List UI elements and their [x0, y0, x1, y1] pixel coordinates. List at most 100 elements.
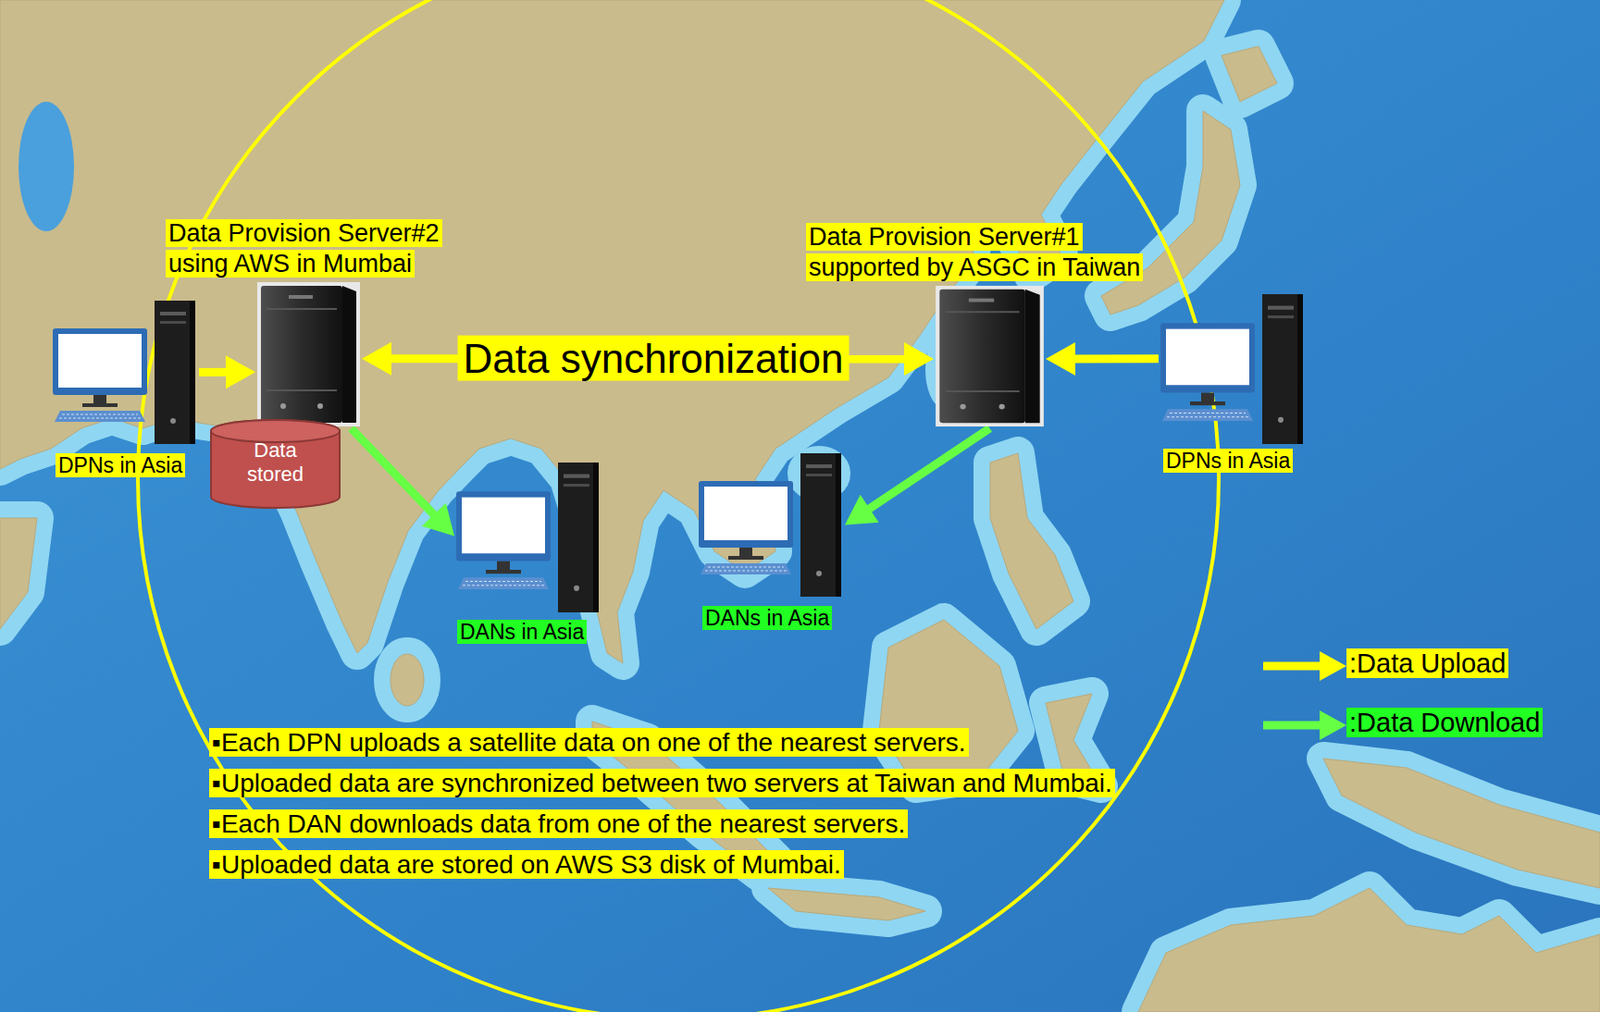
drawing-part: [1169, 412, 1246, 414]
storage-node: Data stored: [209, 418, 342, 510]
drawing-part: [1267, 315, 1294, 319]
drawing-part: [266, 308, 337, 311]
drawing-part: [1201, 393, 1215, 403]
drawing-part: [700, 563, 792, 575]
upload-arrow: [198, 355, 256, 389]
label-box: DANs in Asia: [457, 620, 587, 646]
label-box: DPNs in Asia: [55, 453, 186, 480]
note-text: ▪Each DAN downloads data from one of the…: [209, 809, 908, 839]
label-box: DANs in Asia: [702, 606, 832, 633]
label-box: Data stored: [209, 438, 342, 488]
drawing-part: [998, 404, 1005, 410]
arrow-head: [225, 355, 256, 389]
drawing-part: [1166, 416, 1249, 418]
drawing-part: [1319, 651, 1347, 682]
drawing-part: [1319, 710, 1347, 741]
computer-node: DPNs in Asia: [1158, 294, 1307, 445]
server-icon: [933, 284, 1046, 429]
drawing-part: [280, 403, 286, 410]
drawing-part: [935, 285, 1044, 427]
drawing-part: [728, 556, 764, 560]
download-arrow: [351, 428, 456, 536]
drawing-part: [170, 418, 176, 424]
computer-icon: [696, 453, 845, 597]
drawing-part: [558, 462, 599, 613]
computer-label: DANs in Asia: [702, 606, 832, 631]
drawing-part: [593, 462, 599, 613]
arrow-head: [1045, 342, 1076, 376]
label-box: Data Provision Server#1 supported by ASG…: [806, 222, 1172, 283]
legend-text: :Data Upload: [1346, 648, 1509, 679]
drawing-part: [806, 473, 832, 477]
drawing-part: [160, 321, 187, 324]
drawing-part: [52, 328, 148, 396]
legend-download-sample: [1263, 710, 1347, 741]
server-label: Data Provision Server#1 supported by ASG…: [806, 223, 1143, 281]
legend-text: :Data Download: [1346, 707, 1543, 738]
legend-upload-sample: [1263, 651, 1347, 682]
arrow-head: [904, 342, 934, 376]
drawing-part: [458, 577, 549, 590]
upload-arrow: [1045, 342, 1159, 376]
drawing-part: [288, 295, 313, 299]
drawing-part: [465, 581, 542, 583]
drawing-part: [739, 547, 753, 558]
drawing-part: [496, 561, 510, 571]
drawing-part: [1025, 289, 1041, 423]
label-box: Data Provision Server#2 using AWS in Mum…: [165, 218, 472, 279]
drawing-part: [260, 285, 343, 423]
drawing-part: [1263, 721, 1324, 731]
drawing-part: [64, 55, 398, 167]
drawing-part: [959, 404, 966, 410]
computer-node: DANs in Asia: [696, 453, 845, 597]
drawing-part: [461, 497, 546, 555]
drawing-part: [1162, 409, 1253, 422]
label-box: DPNs in Asia: [1163, 448, 1293, 475]
drawing-part: [1297, 294, 1303, 445]
drawing-part: [1277, 417, 1284, 423]
drawing-part: [704, 486, 788, 541]
drawing-part: [317, 403, 323, 410]
drawing-part: [189, 300, 196, 445]
drawing-part: [707, 567, 784, 569]
edge-label-box: Data synchronization: [458, 334, 850, 385]
arrow-head: [844, 495, 880, 526]
drawing-part: [563, 483, 590, 487]
drawing-part: [698, 481, 794, 548]
computer-label: DANs in Asia: [457, 620, 587, 645]
drawing-part: [154, 300, 196, 445]
legend-entry: :Data Upload: [1346, 647, 1509, 681]
drawing-part: [1262, 294, 1303, 445]
drawing-part: [58, 334, 142, 388]
drawing-part: [563, 474, 590, 479]
land-relief: [64, 55, 1546, 870]
drawing-part: [54, 410, 146, 422]
icon-holder: [50, 300, 199, 445]
drawing-part: [1190, 401, 1226, 406]
icon-holder: [696, 453, 845, 597]
drawing-part: [1323, 758, 1546, 870]
drawing-part: [1165, 329, 1250, 386]
storage-label: Data stored: [234, 438, 318, 488]
drawing-part: [1160, 322, 1255, 393]
drawing-part: [62, 414, 138, 416]
drawing-part: [945, 310, 1020, 313]
icon-holder: [454, 462, 603, 613]
drawing-part: [968, 298, 994, 303]
server-icon: [255, 280, 362, 429]
computer-icon: [50, 300, 199, 445]
drawing-part: [160, 311, 187, 316]
icon-holder: [933, 284, 1046, 429]
drawing-part: [800, 453, 842, 597]
note-line: ▪Uploaded data are stored on AWS S3 disk…: [209, 849, 1561, 881]
drawing-part: [1267, 306, 1294, 311]
drawing-part: [806, 464, 832, 469]
note-text: ▪Uploaded data are synchronized between …: [209, 768, 1116, 798]
caspian-sea: [18, 101, 75, 232]
computer-node: DPNs in Asia: [50, 300, 199, 445]
note-line: ▪Uploaded data are synchronized between …: [209, 768, 1561, 800]
drawing-part: [573, 585, 580, 592]
